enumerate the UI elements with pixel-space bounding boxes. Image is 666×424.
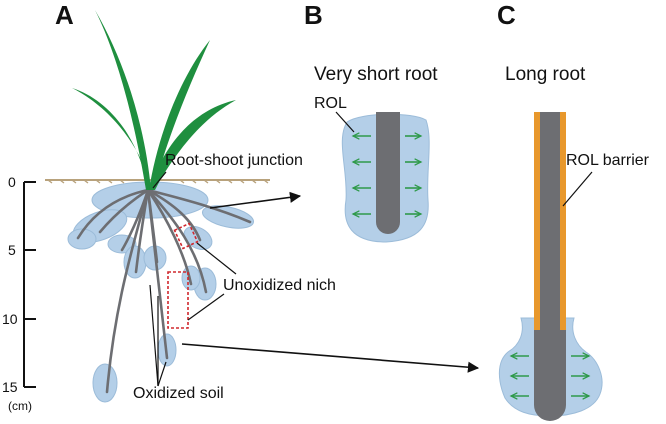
panel-b-letter: B [304, 0, 323, 30]
depth-tick-15: 15 [2, 379, 18, 395]
plant-shoot [72, 10, 236, 190]
root-shoot-junction-label: Root-shoot junction [165, 152, 303, 169]
rol-barrier-leader [562, 171, 593, 207]
long-root-rol-arrows [511, 356, 589, 396]
depth-tick-5: 5 [8, 242, 16, 258]
rol-leader [335, 111, 355, 133]
short-root [376, 112, 400, 234]
short-root-rol-arrows [353, 136, 421, 214]
rol-barrier-label: ROL barrier [566, 152, 650, 169]
long-root-tip [534, 330, 566, 405]
panel-b-title: Very short root [314, 64, 438, 85]
panel-a-letter: A [55, 0, 74, 30]
annotation-leaders [149, 171, 237, 387]
panel-c-letter: C [497, 0, 516, 30]
depth-tick-10: 10 [2, 311, 18, 327]
unoxidized-niche-boxes [167, 222, 199, 329]
arrow-to-long-root [181, 343, 480, 373]
rol-label: ROL [314, 95, 347, 112]
arrow-to-short-root [209, 191, 302, 209]
roots [76, 188, 252, 394]
long-root-tip-end [534, 405, 566, 421]
depth-scale: 0 5 10 15 (cm) [2, 174, 36, 413]
oxidized-soil-label: Oxidized soil [133, 385, 224, 402]
depth-tick-0: 0 [8, 174, 16, 190]
depth-unit: (cm) [8, 399, 32, 413]
panel-c-title: Long root [505, 64, 586, 85]
unoxidized-niche-label: Unoxidized nich [223, 277, 336, 294]
